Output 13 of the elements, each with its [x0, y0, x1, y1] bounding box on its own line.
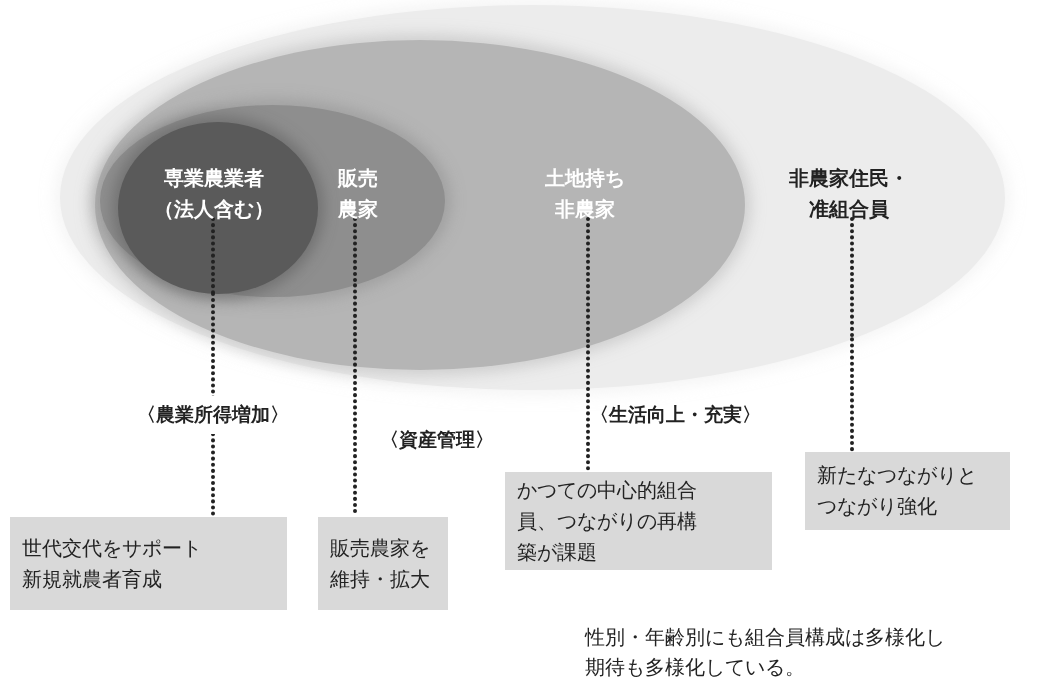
- region-label: 販売農家: [336, 165, 379, 223]
- category-label: 〈資産管理〉: [380, 427, 495, 452]
- info-box: かつての中心的組合員、つながりの再構築が課題: [505, 472, 772, 570]
- info-box: 販売農家を維持・拡大: [318, 517, 448, 610]
- region-label: 専業農業者（法人含む）: [153, 165, 275, 223]
- info-box: 新たなつながりとつながり強化: [805, 452, 1010, 530]
- category-label: 〈生活向上・充実〉: [590, 402, 762, 427]
- info-box: 世代交代をサポート 新規就農者育成: [10, 517, 287, 610]
- note-text: 性別・年齢別にも組合員構成は多様化し期待も多様化している。: [585, 624, 946, 681]
- region-label: 非農家住民・准組合員: [788, 165, 910, 223]
- leader-line: [850, 337, 854, 454]
- ellipse-region: [118, 122, 318, 294]
- region-label: 土地持ち非農家: [544, 165, 626, 223]
